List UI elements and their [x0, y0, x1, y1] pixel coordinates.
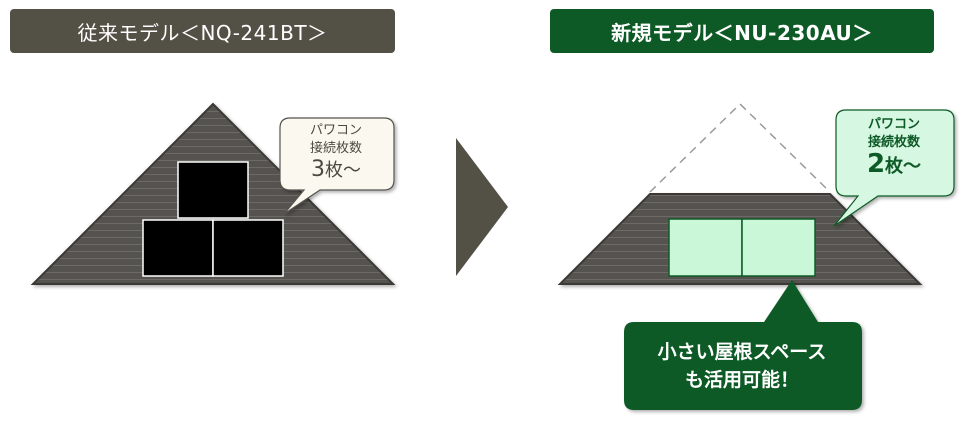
old-callout-count-line: 3枚～: [282, 158, 390, 183]
new-panel-group: [668, 218, 816, 277]
new-callout-count-line: 2枚～: [838, 149, 950, 179]
old-solar-panel: [212, 219, 284, 277]
new-callout-count: 2: [866, 149, 886, 179]
old-solar-panel: [142, 219, 214, 277]
new-callout-text: パワコン 接続枚数 2枚～: [838, 116, 950, 179]
benefit-line1: 小さい屋根スペース: [657, 341, 827, 363]
new-callout-line2: 接続枚数: [867, 135, 920, 150]
new-callout-suffix: 枚～: [885, 156, 922, 177]
new-callout-line1: パワコン: [867, 117, 920, 132]
old-solar-panel: [177, 161, 249, 219]
old-model-header: 従来モデル＜NQ-241BT＞: [10, 9, 395, 53]
old-callout-suffix: 枚～: [325, 160, 361, 181]
old-callout-line1: パワコン: [309, 123, 362, 138]
old-callout-count: 3: [311, 157, 325, 182]
new-model-header: 新規モデル＜NU-230AU＞: [550, 9, 934, 53]
old-callout-bubble: [279, 117, 395, 215]
old-callout-line2: 接続枚数: [309, 141, 362, 156]
old-callout-text: パワコン 接続枚数 3枚～: [282, 122, 390, 183]
benefit-line2: も活用可能！: [684, 369, 799, 391]
new-roof-missing-peak: [649, 102, 831, 193]
right-triangle-arrow-icon: [456, 138, 508, 276]
benefit-callout-box: [624, 280, 862, 410]
old-panel-group: [142, 161, 284, 277]
new-solar-panel: [668, 218, 743, 277]
benefit-text: 小さい屋根スペース も活用可能！: [624, 338, 860, 394]
new-callout-bubble: [833, 109, 955, 227]
new-solar-panel: [741, 218, 816, 277]
